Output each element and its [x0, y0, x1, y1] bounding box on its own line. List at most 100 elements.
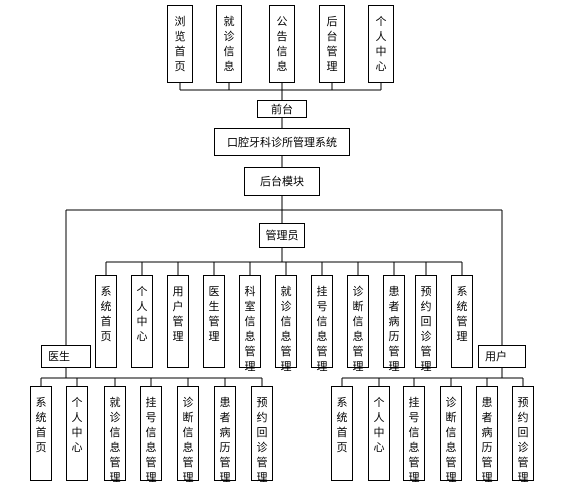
frontend-module-backend-admin: 后台管理	[319, 5, 345, 83]
vertical-label-char: 诊	[280, 300, 292, 313]
vertical-label-char: 管	[316, 345, 328, 358]
vertical-label-char: 台	[326, 30, 338, 43]
vertical-label-char: 诊	[109, 411, 121, 424]
vertical-label-char: 诊	[256, 441, 268, 454]
admin-module-user-management: 用户管理	[167, 275, 189, 368]
vertical-label-char: 理	[352, 360, 364, 373]
vertical-label-char: 预	[420, 285, 432, 298]
vertical-label-char: 管	[145, 456, 157, 469]
admin-module-system-home: 系统首页	[95, 275, 117, 368]
vertical-label-char: 诊	[352, 285, 364, 298]
vertical-label-char: 患	[481, 396, 493, 409]
vertical-label-char: 号	[408, 411, 420, 424]
vertical-label-char: 信	[145, 426, 157, 439]
vertical-label-char: 理	[316, 360, 328, 373]
vertical-label-char: 心	[136, 330, 148, 343]
backend-module-node: 后台模块	[244, 167, 320, 196]
vertical-label-char: 息	[408, 441, 420, 454]
vertical-label-char: 历	[481, 441, 493, 454]
vertical-label-char: 理	[219, 471, 231, 484]
vertical-label-char: 管	[244, 345, 256, 358]
vertical-label-char: 医	[208, 285, 220, 298]
user-module-system-home: 系统首页	[331, 386, 353, 481]
vertical-label-char: 息	[352, 330, 364, 343]
vertical-label-char: 室	[244, 300, 256, 313]
vertical-label-char: 息	[244, 330, 256, 343]
doctor-module-diagnosis-info: 诊断信息管理	[177, 386, 199, 484]
vertical-label-char: 页	[100, 330, 112, 343]
vertical-label-char: 就	[223, 15, 235, 28]
vertical-label-char: 理	[445, 471, 457, 484]
vertical-label-char: 信	[223, 45, 235, 58]
doctor-module-system-home: 系统首页	[30, 386, 52, 481]
vertical-label-char: 管	[219, 456, 231, 469]
vertical-label-char: 人	[136, 300, 148, 313]
vertical-label-char: 回	[420, 315, 432, 328]
user-module-personal-center: 个人中心	[368, 386, 390, 481]
vertical-label-char: 信	[276, 45, 288, 58]
admin-module-personal-center: 个人中心	[131, 275, 153, 368]
doctor-module-personal-center: 个人中心	[66, 386, 88, 481]
vertical-label-char: 个	[71, 396, 83, 409]
vertical-label-char: 统	[35, 411, 47, 424]
vertical-label-char: 患	[219, 396, 231, 409]
vertical-label-char: 管	[109, 456, 121, 469]
frontend-module-home: 浏览首页	[167, 5, 193, 83]
admin-module-registration-info: 挂号信息管理	[311, 275, 333, 373]
vertical-label-char: 人	[71, 411, 83, 424]
vertical-label-char: 信	[280, 315, 292, 328]
vertical-label-char: 统	[336, 411, 348, 424]
vertical-label-char: 回	[517, 426, 529, 439]
vertical-label-char: 中	[375, 45, 387, 58]
frontend-node: 前台	[257, 100, 307, 118]
vertical-label-char: 页	[35, 441, 47, 454]
vertical-label-char: 系	[336, 396, 348, 409]
vertical-label-char: 息	[445, 441, 457, 454]
vertical-label-char: 管	[208, 315, 220, 328]
vertical-label-char: 者	[481, 411, 493, 424]
vertical-label-char: 息	[145, 441, 157, 454]
vertical-label-char: 息	[280, 330, 292, 343]
vertical-label-char: 个	[373, 396, 385, 409]
vertical-label-char: 管	[517, 456, 529, 469]
vertical-label-char: 管	[172, 315, 184, 328]
admin-module-follow-up: 预约回诊管理	[415, 275, 437, 373]
vertical-label-char: 中	[136, 315, 148, 328]
vertical-label-char: 息	[182, 441, 194, 454]
vertical-label-char: 管	[182, 456, 194, 469]
vertical-label-char: 诊	[182, 396, 194, 409]
vertical-label-char: 断	[182, 411, 194, 424]
admin-module-patient-records: 患者病历管理	[383, 275, 405, 373]
vertical-label-char: 理	[388, 360, 400, 373]
vertical-label-char: 理	[420, 360, 432, 373]
vertical-label-char: 挂	[408, 396, 420, 409]
vertical-label-char: 约	[420, 300, 432, 313]
system-title-node: 口腔牙科诊所管理系统	[214, 128, 350, 156]
user-module-patient-records: 患者病历管理	[476, 386, 498, 484]
vertical-label-char: 约	[517, 411, 529, 424]
doctor-module-registration-info: 挂号信息管理	[140, 386, 162, 484]
vertical-label-char: 理	[456, 330, 468, 343]
vertical-label-char: 就	[109, 396, 121, 409]
vertical-label-char: 页	[336, 441, 348, 454]
vertical-label-char: 诊	[445, 396, 457, 409]
vertical-label-char: 就	[280, 285, 292, 298]
vertical-label-char: 信	[316, 315, 328, 328]
vertical-label-char: 预	[517, 396, 529, 409]
vertical-label-char: 约	[256, 411, 268, 424]
vertical-label-char: 科	[244, 285, 256, 298]
vertical-label-char: 患	[388, 285, 400, 298]
admin-module-department-info: 科室信息管理	[239, 275, 261, 373]
vertical-label-char: 生	[208, 300, 220, 313]
vertical-label-char: 回	[256, 426, 268, 439]
vertical-label-char: 理	[208, 330, 220, 343]
vertical-label-char: 理	[408, 471, 420, 484]
vertical-label-char: 户	[172, 300, 184, 313]
vertical-label-char: 理	[517, 471, 529, 484]
vertical-label-char: 挂	[145, 396, 157, 409]
vertical-label-char: 理	[326, 60, 338, 73]
vertical-label-char: 历	[219, 441, 231, 454]
vertical-label-char: 管	[456, 315, 468, 328]
vertical-label-char: 信	[109, 426, 121, 439]
vertical-label-char: 管	[326, 45, 338, 58]
